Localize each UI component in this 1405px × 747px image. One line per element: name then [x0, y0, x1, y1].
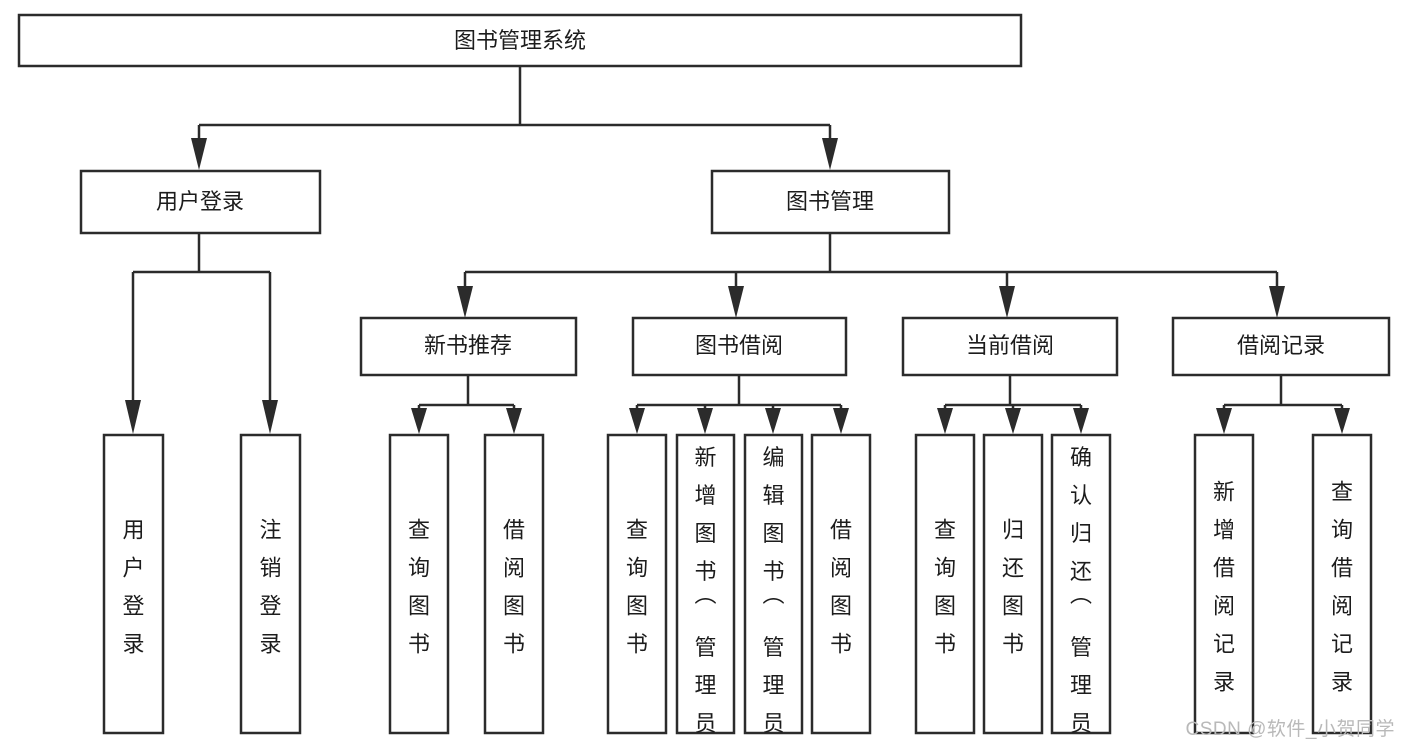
node-leaf-add-borrow-record-box[interactable] — [1193, 433, 1255, 735]
node-borrow-record[interactable]: 借阅记录 — [1171, 316, 1391, 377]
node-leaf-logout-login-label: 注销登录 — [259, 518, 281, 657]
node-leaf-add-book-admin-box[interactable] — [675, 433, 736, 735]
node-leaf-query-book-1-box[interactable] — [388, 433, 450, 735]
node-leaf-confirm-return-admin[interactable] — [1050, 433, 1112, 735]
node-root-box[interactable] — [17, 13, 1023, 68]
node-leaf-borrow-book-1-label: 借阅图书 — [503, 518, 525, 657]
node-leaf-confirm-return-admin-box[interactable] — [1050, 433, 1112, 735]
node-book-manage-box[interactable] — [710, 169, 951, 235]
arrowhead-leaf-query-book-2 — [629, 408, 645, 434]
arrowhead-to-user-login — [191, 138, 207, 170]
node-leaf-return-book[interactable] — [982, 433, 1044, 735]
node-book-borrow[interactable]: 图书借阅 — [631, 316, 848, 377]
node-leaf-query-book-3-label: 查询图书 — [934, 518, 956, 657]
node-user-login-label: 用户登录 — [156, 189, 244, 214]
arrowhead-leaf-logout-login — [262, 400, 278, 434]
node-root-label: 图书管理系统 — [454, 28, 586, 53]
node-leaf-add-book-admin-label: 新增图书⌒管理员⌣ — [694, 445, 716, 747]
node-new-book-recommend-label: 新书推荐 — [424, 333, 512, 358]
connector-group-root — [191, 67, 838, 170]
node-book-borrow-label: 图书借阅 — [695, 333, 783, 358]
node-leaf-borrow-book-2[interactable] — [810, 433, 872, 735]
node-leaf-add-book-admin[interactable] — [675, 433, 736, 735]
connector-group-book-borrow — [629, 375, 849, 434]
connector-group-borrow-record — [1216, 375, 1350, 434]
node-leaf-borrow-book-1[interactable] — [483, 433, 545, 735]
arrowhead-leaf-borrow-book-2 — [833, 408, 849, 434]
node-current-borrow-label: 当前借阅 — [966, 333, 1054, 358]
connector-group-book-manage — [457, 233, 1285, 318]
arrowhead-leaf-query-book-1 — [411, 408, 427, 434]
node-root[interactable]: 图书管理系统 — [17, 13, 1023, 68]
node-leaf-borrow-book-2-label: 借阅图书 — [830, 518, 852, 657]
node-leaf-query-book-3[interactable] — [914, 433, 976, 735]
arrowhead-leaf-confirm-return-admin — [1073, 408, 1089, 434]
arrowhead-leaf-query-borrow-record — [1334, 408, 1350, 434]
node-leaf-query-book-1[interactable] — [388, 433, 450, 735]
arrowhead-to-new-book-recommend — [457, 286, 473, 318]
node-leaf-user-login[interactable] — [102, 433, 165, 735]
node-leaf-return-book-label: 归还图书 — [1002, 518, 1024, 657]
node-leaf-query-borrow-record-box[interactable] — [1311, 433, 1373, 735]
arrowhead-leaf-borrow-book-1 — [506, 408, 522, 434]
node-leaf-user-login-label: 用户登录 — [122, 518, 144, 657]
node-leaf-query-book-2-label: 查询图书 — [626, 518, 648, 657]
node-borrow-record-box[interactable] — [1171, 316, 1391, 377]
arrowhead-leaf-add-book-admin — [697, 408, 713, 434]
node-leaf-return-book-box[interactable] — [982, 433, 1044, 735]
node-book-manage[interactable]: 图书管理 — [710, 169, 951, 235]
node-leaf-edit-book-admin-box[interactable] — [743, 433, 804, 735]
node-leaf-logout-login-box[interactable] — [239, 433, 302, 735]
node-user-login-box[interactable] — [79, 169, 322, 235]
arrowhead-to-current-borrow — [999, 286, 1015, 318]
node-borrow-record-label: 借阅记录 — [1237, 333, 1325, 358]
arrowhead-leaf-edit-book-admin — [765, 408, 781, 434]
leaf-label-layer: 用户登录 注销登录 查询图书 借阅图书 查询图书 新增图书⌒管理员⌣ 编辑图书⌒管理员⌣ 借阅… — [122, 445, 1353, 747]
node-current-borrow-box[interactable] — [901, 316, 1119, 377]
csdn-watermark: CSDN @软件_小贺同学 — [1185, 719, 1395, 740]
node-leaf-add-borrow-record-label: 新增借阅记录 — [1213, 480, 1235, 695]
connector-group-new-book-recommend — [411, 375, 522, 434]
node-leaf-confirm-return-admin-label: 确认归还⌒管理员⌣ — [1070, 445, 1092, 747]
node-leaf-query-book-3-box[interactable] — [914, 433, 976, 735]
arrowhead-to-book-borrow — [728, 286, 744, 318]
arrowhead-to-book-manage — [822, 138, 838, 170]
node-user-login[interactable]: 用户登录 — [79, 169, 322, 235]
arrowhead-leaf-add-borrow-record — [1216, 408, 1232, 434]
arrowhead-leaf-return-book — [1005, 408, 1021, 434]
arrowhead-to-borrow-record — [1269, 286, 1285, 318]
node-leaf-query-book-2-box[interactable] — [606, 433, 668, 735]
node-leaf-query-book-2[interactable] — [606, 433, 668, 735]
node-leaf-query-borrow-record[interactable] — [1311, 433, 1373, 735]
node-new-book-recommend-box[interactable] — [359, 316, 578, 377]
connector-group-current-borrow — [937, 375, 1089, 434]
arrowhead-leaf-query-book-3 — [937, 408, 953, 434]
node-book-borrow-box[interactable] — [631, 316, 848, 377]
node-leaf-borrow-book-2-box[interactable] — [810, 433, 872, 735]
node-leaf-add-borrow-record[interactable] — [1193, 433, 1255, 735]
node-leaf-query-book-1-label: 查询图书 — [408, 518, 430, 657]
connector-group-user-login — [125, 233, 278, 434]
arrowhead-leaf-user-login — [125, 400, 141, 434]
node-leaf-edit-book-admin[interactable] — [743, 433, 804, 735]
node-leaf-edit-book-admin-label: 编辑图书⌒管理员⌣ — [762, 445, 784, 747]
node-leaf-query-borrow-record-label: 查询借阅记录 — [1331, 480, 1353, 695]
node-new-book-recommend[interactable]: 新书推荐 — [359, 316, 578, 377]
node-leaf-user-login-box[interactable] — [102, 433, 165, 735]
node-leaf-logout-login[interactable] — [239, 433, 302, 735]
node-current-borrow[interactable]: 当前借阅 — [901, 316, 1119, 377]
node-leaf-borrow-book-1-box[interactable] — [483, 433, 545, 735]
node-book-manage-label: 图书管理 — [786, 189, 874, 214]
